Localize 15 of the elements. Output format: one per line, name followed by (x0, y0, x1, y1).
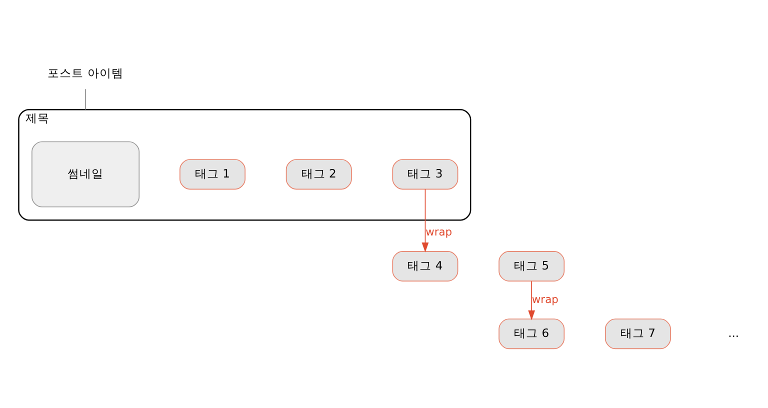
edge-label: wrap (532, 292, 558, 306)
edge-label: wrap (426, 225, 452, 238)
connector (85, 88, 86, 110)
node-box: 태그 1 (180, 159, 246, 190)
node-box: 태그 2 (286, 159, 352, 190)
node-text: 포스트 아이템 (48, 66, 124, 80)
label: ... (728, 326, 740, 340)
node-box: 태그 5 (498, 251, 565, 282)
node-box: 태그 3 (392, 159, 458, 190)
arrow (528, 280, 536, 320)
node-box: 태그 4 (392, 251, 458, 282)
node-box: 썸네일 (32, 141, 140, 208)
node-box: 태그 7 (604, 318, 671, 350)
node-box: 태그 6 (498, 318, 565, 350)
arrow (422, 188, 429, 252)
